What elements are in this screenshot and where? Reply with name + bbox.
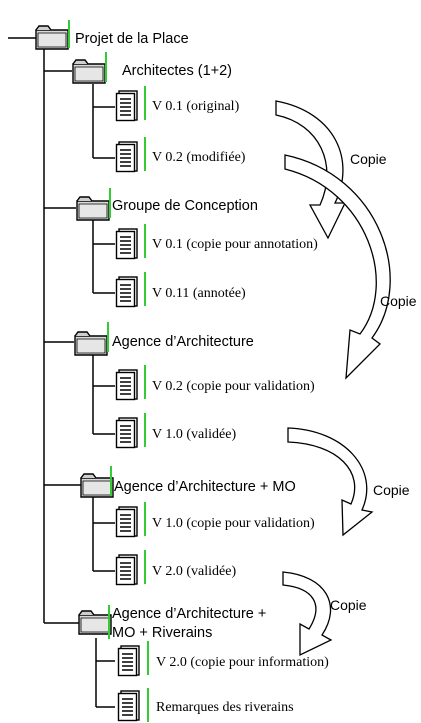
document-icon [117, 645, 140, 677]
document-icon [115, 228, 138, 260]
group-label: Architectes (1+2) [122, 63, 232, 79]
document-item: V 2.0 (copie pour information) [117, 641, 329, 677]
document-label: Remarques des riverains [156, 700, 294, 715]
accent-bar [144, 224, 146, 258]
document-label: V 0.1 (copie pour annotation) [152, 237, 318, 252]
document-label: V 1.0 (copie pour validation) [152, 516, 315, 531]
group-agence-darchitecture: Agence d’Architecture V 0.2 (copie pour … [74, 322, 315, 449]
group-label-line2: MO + Riverains [112, 625, 212, 641]
document-item: V 0.11 (annotée) [115, 272, 246, 308]
root-folder: Projet de la Place [35, 20, 189, 50]
copy-label: Copie [380, 293, 417, 309]
accent-bar [110, 466, 112, 496]
copy-label: Copie [350, 151, 387, 167]
folder-icon [35, 25, 69, 50]
copy-arrow-4 [282, 571, 333, 657]
document-item: V 0.1 (original) [115, 86, 240, 122]
copy-arrow-1 [275, 100, 347, 240]
accent-bar [147, 688, 149, 722]
accent-bar [107, 322, 109, 352]
folder-icon [76, 196, 110, 221]
document-item: V 2.0 (validée) [115, 550, 236, 586]
accent-bar [144, 137, 146, 171]
accent-bar [144, 413, 146, 447]
group-agence-darchitecture-mo: Agence d’Architecture + MO V 1.0 (copie … [80, 466, 315, 586]
accent-bar [144, 365, 146, 399]
accent-bar [147, 641, 149, 675]
copy-arrow-2 [284, 154, 391, 380]
group-architectes: Architectes (1+2) V 0.1 (original) V 0.2… [72, 52, 246, 173]
copy-label: Copie [330, 597, 367, 613]
root-label: Projet de la Place [75, 31, 189, 47]
folder-icon [74, 331, 108, 356]
document-icon [115, 90, 138, 122]
group-label-line1: Agence d’Architecture + [112, 606, 266, 622]
document-item: V 0.1 (copie pour annotation) [115, 224, 318, 260]
group-label: Groupe de Conception [112, 198, 258, 214]
document-icon [115, 276, 138, 308]
document-item: V 0.2 (copie pour validation) [115, 365, 315, 401]
document-item: V 1.0 (copie pour validation) [115, 502, 315, 538]
accent-bar [108, 605, 110, 639]
document-label: V 2.0 (copie pour information) [156, 655, 329, 670]
accent-bar [109, 188, 111, 218]
accent-bar [144, 502, 146, 536]
accent-bar [144, 86, 146, 120]
folder-icon [78, 610, 112, 635]
document-label: V 2.0 (validée) [152, 564, 236, 579]
document-icon [115, 417, 138, 449]
document-label: V 1.0 (validée) [152, 427, 236, 442]
document-item: V 0.2 (modifiée) [115, 137, 246, 173]
document-item: Remarques des riverains [117, 688, 294, 722]
folder-icon [80, 473, 114, 498]
group-agence-darchitecture-mo-riverains: Agence d’Architecture + MO + Riverains V… [78, 605, 329, 722]
document-icon [115, 369, 138, 401]
group-label: Agence d’Architecture [112, 334, 254, 350]
copy-arrows [275, 100, 391, 657]
group-groupe-de-conception: Groupe de Conception V 0.1 (copie pour a… [76, 188, 318, 308]
copy-label: Copie [373, 482, 410, 498]
document-icon [115, 141, 138, 173]
accent-bar [144, 550, 146, 584]
folder-icon [72, 59, 106, 84]
document-icon [115, 506, 138, 538]
copy-arrow-3 [287, 427, 374, 537]
document-item: V 1.0 (validée) [115, 413, 236, 449]
document-label: V 0.11 (annotée) [152, 286, 246, 301]
document-icon [115, 554, 138, 586]
document-label: V 0.2 (copie pour validation) [152, 379, 315, 394]
document-icon [117, 690, 140, 722]
tree-connectors [8, 37, 115, 708]
accent-bar [105, 52, 107, 82]
accent-bar [144, 272, 146, 306]
accent-bar [68, 20, 70, 48]
group-label: Agence d’Architecture + MO [114, 479, 296, 495]
document-label: V 0.2 (modifiée) [152, 150, 246, 165]
document-label: V 0.1 (original) [152, 99, 240, 114]
